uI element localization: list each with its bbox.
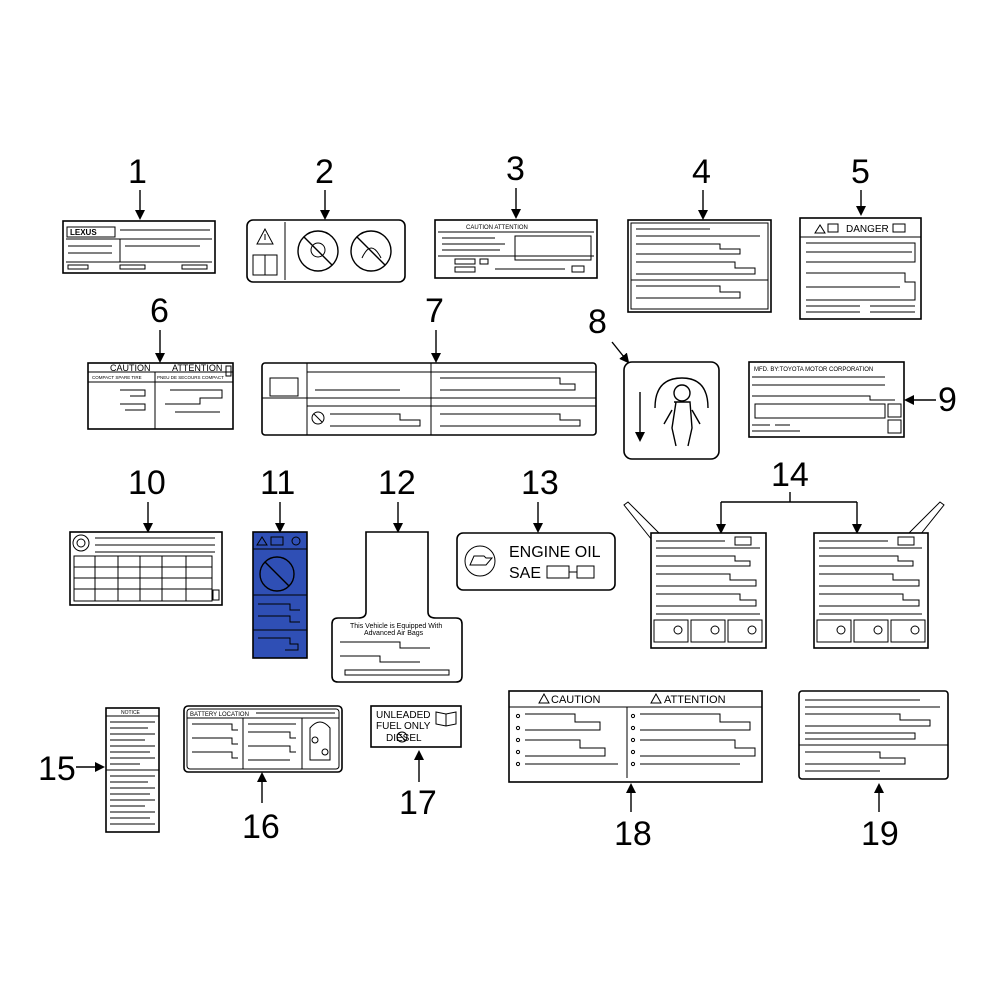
compact-spare-tire-fr-text: PNEU DE SECOURS COMPACT: [157, 375, 224, 380]
label-3-title: CAUTION ATTENTION: [466, 225, 528, 231]
callout-9[interactable]: 9: [938, 381, 957, 419]
fuel-only-text: FUEL ONLY: [376, 721, 431, 732]
label-14[interactable]: [623, 501, 945, 649]
danger-heading: DANGER: [846, 224, 889, 235]
callout-1[interactable]: 1: [128, 153, 147, 191]
lexus-brand: LEXUS: [70, 228, 97, 237]
callout-19[interactable]: 19: [861, 815, 899, 853]
prohibited-icon: [396, 731, 408, 743]
child-seat-outline-icon: [654, 377, 709, 409]
label-4[interactable]: [627, 219, 772, 313]
child-figure-icon: [673, 384, 691, 402]
caution-heading: CAUTION: [551, 694, 601, 706]
callout-2[interactable]: 2: [315, 153, 334, 191]
label-18[interactable]: CAUTION ATTENTION: [508, 690, 763, 783]
attention-heading: ATTENTION: [664, 694, 726, 706]
label-16[interactable]: BATTERY LOCATION: [183, 705, 343, 773]
label-7[interactable]: [261, 362, 597, 436]
callout-13[interactable]: 13: [521, 464, 559, 502]
label-15[interactable]: NOTICE: [105, 707, 160, 833]
label-6[interactable]: CAUTION ATTENTION COMPACT SPARE TIRE PNE…: [87, 362, 234, 430]
car-top-view-icon: [309, 721, 331, 761]
caution-heading: CAUTION: [110, 363, 151, 373]
callout-7[interactable]: 7: [425, 292, 444, 330]
callout-10[interactable]: 10: [128, 464, 166, 502]
callout-17[interactable]: 17: [399, 784, 437, 822]
label-13[interactable]: ENGINE OIL SAE: [456, 532, 616, 591]
oil-can-icon: [464, 545, 496, 577]
airbag-notice-line-2: Advanced Air Bags: [364, 630, 424, 637]
airbag-notice-line-1: This Vehicle is Equipped With: [350, 623, 442, 630]
engine-oil-text: ENGINE OIL: [509, 544, 601, 561]
airbag-warning-icon: [269, 377, 299, 397]
manufacturer-text: MFD. BY:TOYOTA MOTOR CORPORATION: [754, 367, 873, 373]
compact-spare-tire-text: COMPACT SPARE TIRE: [92, 375, 142, 380]
notice-heading: NOTICE: [121, 710, 141, 716]
notice-text-lines: [106, 721, 159, 825]
label-17[interactable]: UNLEADED FUEL ONLY DIESEL: [370, 705, 462, 748]
label-12[interactable]: This Vehicle is Equipped With Advanced A…: [331, 531, 463, 683]
label-11[interactable]: [252, 531, 308, 659]
label-2[interactable]: [246, 219, 406, 283]
label-1[interactable]: LEXUS: [62, 220, 216, 274]
callout-15[interactable]: 15: [38, 750, 76, 788]
callout-12[interactable]: 12: [378, 464, 416, 502]
label-10[interactable]: [69, 531, 223, 606]
attention-heading: ATTENTION: [172, 363, 222, 373]
right-tag-strap: [907, 501, 945, 541]
callout-5[interactable]: 5: [851, 153, 870, 191]
callout-16[interactable]: 16: [242, 808, 280, 846]
label-5[interactable]: DANGER: [799, 217, 922, 320]
leader-arrows: [76, 188, 936, 812]
no-rear-facing-seat-icon: [350, 230, 392, 272]
no-child-seat-icon: [259, 556, 295, 592]
left-tag-strap: [623, 501, 661, 541]
label-19[interactable]: [798, 690, 949, 780]
callout-14[interactable]: 14: [771, 456, 809, 494]
prohibited-icon: [311, 411, 325, 425]
no-child-seat-icon: [297, 230, 339, 272]
spec-table-grid: [73, 555, 213, 602]
unleaded-text: UNLEADED: [376, 710, 430, 721]
warning-triangle-icon: [256, 227, 274, 245]
callout-3[interactable]: 3: [506, 150, 525, 188]
label-3[interactable]: CAUTION ATTENTION: [434, 219, 598, 279]
callout-18[interactable]: 18: [614, 815, 652, 853]
callout-11[interactable]: 11: [260, 464, 295, 502]
callout-8[interactable]: 8: [588, 303, 607, 341]
bullet-dots: [515, 713, 636, 767]
label-8[interactable]: [623, 361, 720, 460]
callout-6[interactable]: 6: [150, 292, 169, 330]
callout-4[interactable]: 4: [692, 153, 711, 191]
label-9[interactable]: MFD. BY:TOYOTA MOTOR CORPORATION: [748, 361, 905, 438]
battery-location-heading: BATTERY LOCATION: [190, 712, 249, 718]
sae-text: SAE: [509, 565, 541, 582]
